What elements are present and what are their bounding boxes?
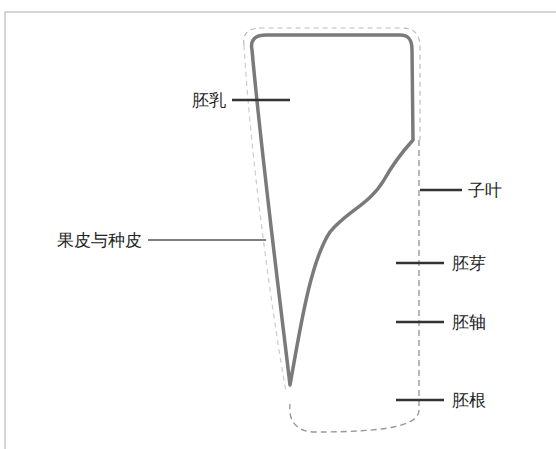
part-label: 胚芽 bbox=[452, 253, 486, 273]
leader-line bbox=[396, 321, 444, 324]
leader-line bbox=[396, 399, 444, 402]
leader-line bbox=[396, 262, 444, 265]
part-label: 胚乳 bbox=[192, 90, 226, 110]
leader-line bbox=[232, 99, 290, 102]
leader-line bbox=[420, 189, 462, 192]
frame-border bbox=[5, 12, 556, 449]
part-label: 胚根 bbox=[452, 390, 486, 410]
part-label: 子叶 bbox=[468, 180, 502, 200]
part-label: 胚轴 bbox=[452, 312, 486, 332]
leader-line bbox=[148, 239, 266, 241]
kernel-outline bbox=[252, 35, 413, 385]
part-label: 果皮与种皮 bbox=[57, 230, 142, 250]
